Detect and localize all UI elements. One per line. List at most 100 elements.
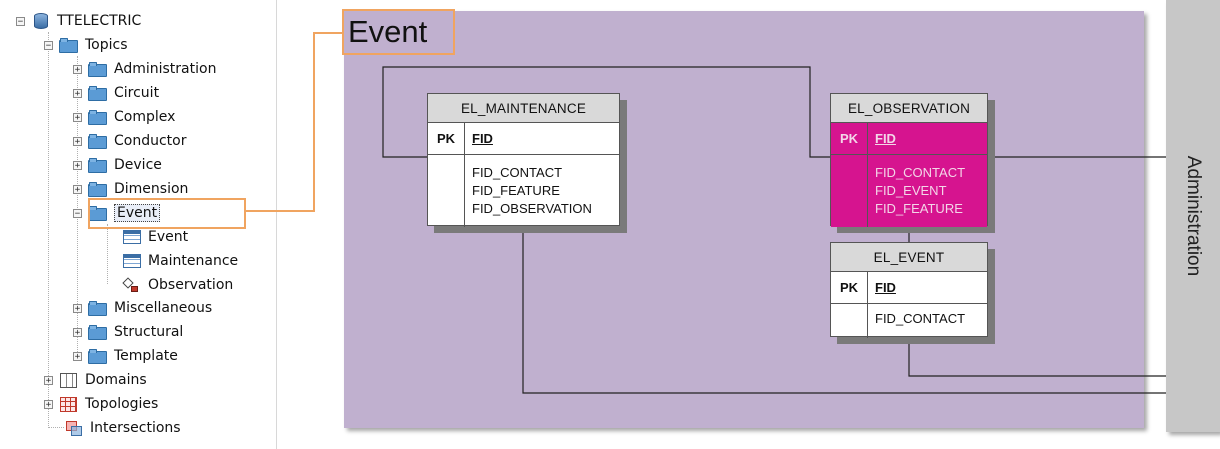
- entity-el-maintenance[interactable]: EL_MAINTENANCE PK FID FID_CONTACT FID_FE…: [427, 93, 627, 233]
- field: FID_CONTACT: [472, 165, 563, 180]
- intersection-icon: [64, 420, 84, 436]
- tree-node-label: Administration: [114, 61, 217, 77]
- tree-node-topic[interactable]: + Device: [73, 154, 162, 176]
- field-list: FID_CONTACT FID_FEATURE FID_OBSERVATION: [465, 155, 619, 227]
- tree-node-topic[interactable]: + Dimension: [73, 178, 188, 200]
- tree-node-label: Maintenance: [148, 253, 239, 269]
- field: FID_EVENT: [875, 183, 947, 198]
- diagram-title: Event: [342, 9, 455, 55]
- tree-node-topic[interactable]: + Conductor: [73, 130, 186, 152]
- topology-icon: [59, 396, 79, 412]
- pk-label: PK: [831, 272, 868, 303]
- related-topic-label: Administration: [1183, 155, 1204, 277]
- expand-toggle[interactable]: +: [73, 351, 82, 362]
- tree-node-topic[interactable]: + Complex: [73, 106, 175, 128]
- field-row: FID_CONTACT: [831, 304, 987, 338]
- tree-node-topic-event[interactable]: − Event: [73, 202, 161, 224]
- primary-key-row: PK FID: [428, 123, 619, 155]
- pk-field: FID: [875, 131, 896, 146]
- tree-selection-highlight: [88, 198, 246, 229]
- tree-node-label: TTELECTRIC: [57, 13, 142, 29]
- primary-key-row: PK FID: [831, 123, 987, 155]
- folder-icon: [59, 37, 79, 53]
- tree-node-label: Miscellaneous: [114, 300, 213, 316]
- tree-node-root[interactable]: − TTELECTRIC: [16, 10, 141, 32]
- entity-el-event[interactable]: EL_EVENT PK FID FID_CONTACT: [830, 242, 995, 344]
- field: FID_OBSERVATION: [472, 201, 592, 216]
- entity-name: EL_EVENT: [831, 243, 987, 272]
- expand-toggle[interactable]: +: [73, 112, 82, 123]
- tree-node-topic[interactable]: + Administration: [73, 58, 216, 80]
- expand-toggle[interactable]: +: [73, 184, 82, 195]
- field-row: FID_CONTACT FID_FEATURE FID_OBSERVATION: [428, 155, 619, 227]
- expand-toggle[interactable]: +: [73, 303, 82, 314]
- tree-node-label: Device: [114, 157, 162, 173]
- expand-toggle[interactable]: +: [73, 160, 82, 171]
- field: FID_CONTACT: [875, 311, 966, 326]
- field: FID_FEATURE: [472, 183, 560, 198]
- tree-node-label: Domains: [85, 372, 147, 388]
- tree-node-topologies[interactable]: + Topologies: [44, 393, 158, 415]
- collapse-toggle[interactable]: −: [44, 40, 53, 51]
- folder-icon: [88, 300, 108, 316]
- tree-node-label: Conductor: [114, 133, 187, 149]
- tree-node-topic[interactable]: + Template: [73, 345, 178, 367]
- tree-guide-line: [48, 32, 49, 428]
- table-icon: [122, 253, 142, 269]
- expand-toggle[interactable]: +: [73, 136, 82, 147]
- folder-icon: [88, 324, 108, 340]
- collapse-toggle[interactable]: −: [16, 16, 25, 27]
- field-list: FID_CONTACT: [868, 304, 987, 338]
- tree-node-label: Dimension: [114, 181, 189, 197]
- topic-tree-panel: − TTELECTRIC − Topics + Administration +…: [0, 0, 277, 449]
- primary-key-row: PK FID: [831, 272, 987, 304]
- tree-node-topics[interactable]: − Topics: [44, 34, 128, 56]
- field-row: FID_CONTACT FID_EVENT FID_FEATURE: [831, 155, 987, 227]
- tree-node-label: Topics: [85, 37, 128, 53]
- tree-node-child[interactable]: Observation: [122, 274, 233, 296]
- pk-label: PK: [831, 123, 868, 154]
- tree-guide-line: [48, 427, 64, 428]
- tree-node-topic[interactable]: + Structural: [73, 321, 183, 343]
- table-icon: [122, 229, 142, 245]
- folder-icon: [88, 109, 108, 125]
- expand-toggle[interactable]: +: [73, 327, 82, 338]
- tree-node-label: Structural: [114, 324, 184, 340]
- field: FID_FEATURE: [875, 201, 963, 216]
- database-icon: [31, 13, 51, 29]
- entity-name: EL_OBSERVATION: [831, 94, 987, 123]
- expand-toggle[interactable]: +: [73, 88, 82, 99]
- entity-body: EL_EVENT PK FID FID_CONTACT: [830, 242, 988, 338]
- folder-icon: [88, 157, 108, 173]
- tree-node-topic[interactable]: + Miscellaneous: [73, 297, 212, 319]
- collapse-toggle[interactable]: −: [73, 208, 82, 219]
- tree-node-label: Observation: [148, 277, 234, 293]
- entity-body: EL_MAINTENANCE PK FID FID_CONTACT FID_FE…: [427, 93, 620, 227]
- expand-toggle[interactable]: +: [44, 399, 53, 410]
- tree-node-label: Template: [114, 348, 178, 364]
- tree-node-topic[interactable]: + Circuit: [73, 82, 159, 104]
- tree-node-intersections[interactable]: Intersections: [64, 417, 181, 439]
- entity-body: EL_OBSERVATION PK FID FID_CONTACT FID_EV…: [830, 93, 988, 227]
- field: FID_CONTACT: [875, 165, 966, 180]
- tree-guide-line: [77, 56, 78, 356]
- expand-toggle[interactable]: +: [44, 375, 53, 386]
- expand-toggle[interactable]: +: [73, 64, 82, 75]
- relationship-line: [382, 66, 830, 158]
- tree-node-child[interactable]: Maintenance: [122, 250, 238, 272]
- tree-guide-line: [107, 224, 108, 284]
- entity-el-observation[interactable]: EL_OBSERVATION PK FID FID_CONTACT FID_EV…: [830, 93, 995, 233]
- related-topic-tab[interactable]: Administration: [1166, 0, 1220, 432]
- relationship-icon: [122, 277, 142, 293]
- field-list: FID_CONTACT FID_EVENT FID_FEATURE: [868, 155, 987, 227]
- folder-icon: [88, 133, 108, 149]
- folder-icon: [88, 348, 108, 364]
- domain-icon: [59, 372, 79, 388]
- folder-icon: [88, 61, 108, 77]
- tree-node-label: Complex: [114, 109, 176, 125]
- tree-node-domains[interactable]: + Domains: [44, 369, 147, 391]
- tree-node-child[interactable]: Event: [122, 226, 188, 248]
- tree-node-label: Intersections: [90, 420, 181, 436]
- folder-icon: [88, 85, 108, 101]
- tree-node-label: Circuit: [114, 85, 160, 101]
